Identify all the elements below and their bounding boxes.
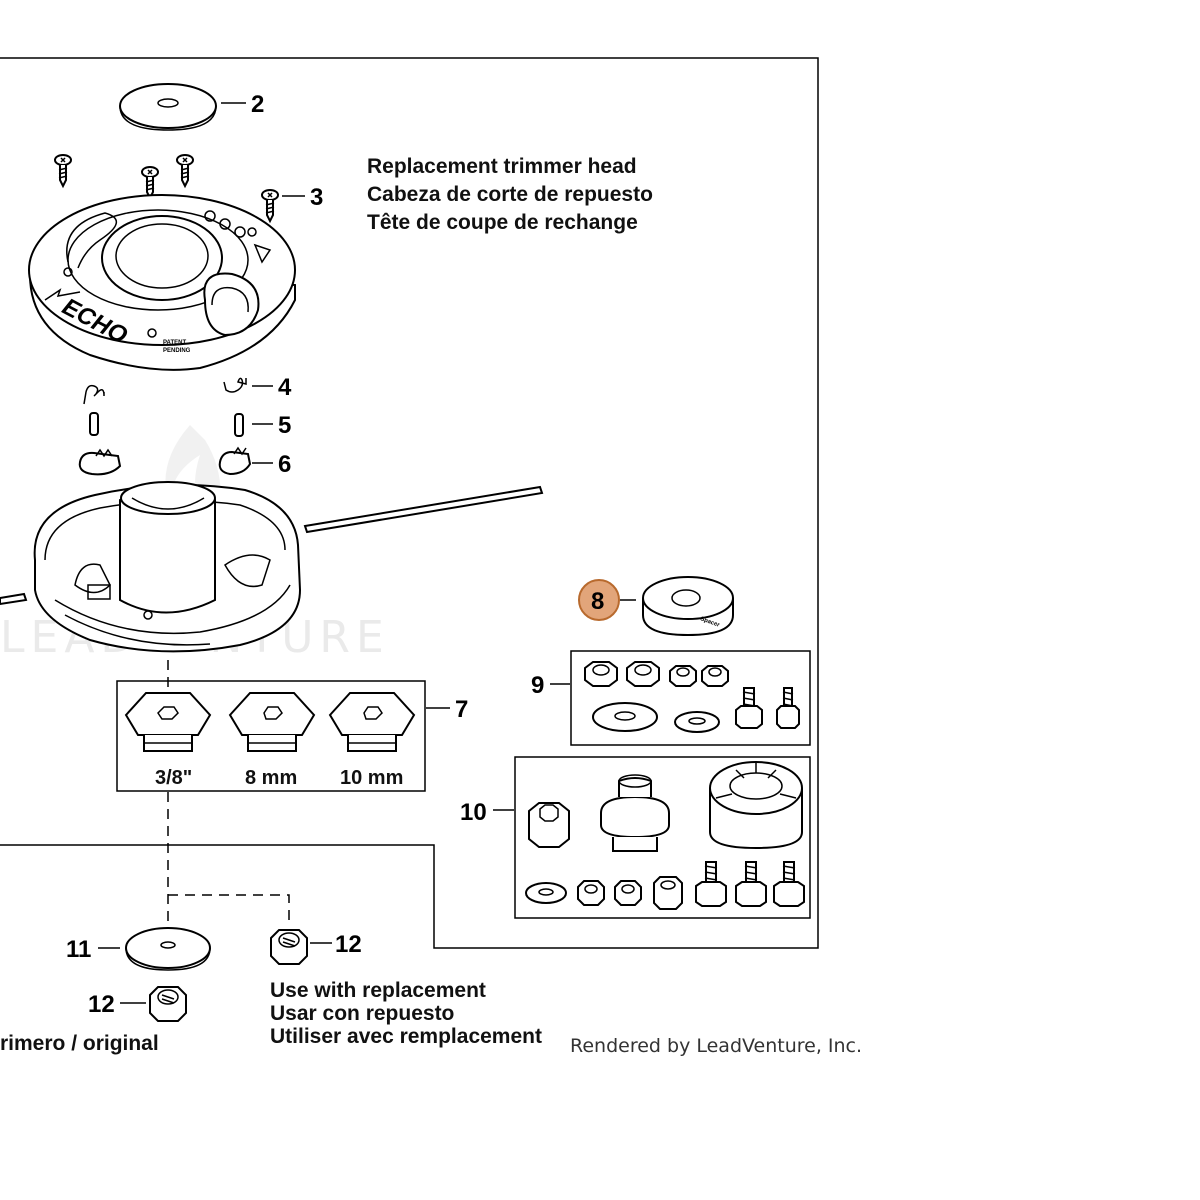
- part-6-pawls[interactable]: [78, 446, 252, 476]
- callout-4[interactable]: 4: [278, 374, 292, 401]
- patent-line-2: PENDING: [163, 348, 191, 354]
- patent-line-1: PATENT: [163, 340, 186, 346]
- use-with-fr: Utiliser avec remplacement: [270, 1025, 542, 1048]
- render-credit: Rendered by LeadVenture, Inc.: [570, 1035, 862, 1057]
- part-12-nut-replacement[interactable]: [270, 929, 308, 965]
- title-block: Replacement trimmer head Cabeza de corte…: [367, 155, 653, 234]
- use-with-en: Use with replacement: [270, 979, 486, 1002]
- adapter-size-8mm: 8 mm: [245, 767, 297, 789]
- part-5-pins[interactable]: [89, 412, 244, 437]
- part-4-springs[interactable]: [83, 377, 247, 405]
- title-es: Cabeza de corte de repuesto: [367, 183, 653, 206]
- part-11-washer[interactable]: [125, 927, 211, 971]
- callout-11[interactable]: 11: [66, 936, 91, 963]
- part-2-washer[interactable]: [119, 83, 217, 131]
- part-7-adapters[interactable]: [124, 692, 416, 752]
- callout-8[interactable]: 8: [591, 588, 604, 615]
- spool-housing: [33, 481, 302, 653]
- title-fr: Tête de coupe de rechange: [367, 211, 638, 234]
- original-label: rimero / original: [0, 1032, 159, 1055]
- outer-frame: [0, 57, 819, 949]
- branch-line: [168, 894, 290, 925]
- trimmer-line: [0, 485, 544, 606]
- callout-3[interactable]: 3: [310, 184, 323, 211]
- trimmer-head-cover: ECHO PATENT PENDING: [28, 194, 296, 371]
- callout-8-highlight[interactable]: [578, 579, 620, 621]
- adapter-size-10mm: 10 mm: [340, 767, 403, 789]
- part-3-screws[interactable]: [54, 154, 279, 224]
- callout-10[interactable]: 10: [460, 799, 487, 826]
- callout-9[interactable]: 9: [531, 672, 544, 699]
- part-10-hardware[interactable]: [525, 761, 805, 910]
- adapter-box: [116, 680, 426, 792]
- use-with-es: Usar con repuesto: [270, 1002, 454, 1025]
- callout-2[interactable]: 2: [251, 91, 264, 118]
- part-8-spacer[interactable]: Spacer: [642, 576, 734, 637]
- title-en: Replacement trimmer head: [367, 155, 637, 178]
- part-9-hardware[interactable]: [584, 661, 800, 733]
- part-12-nut-original[interactable]: [149, 986, 187, 1022]
- callout-5[interactable]: 5: [278, 412, 291, 439]
- hardware-kit-box-10: [514, 756, 811, 919]
- adapter-size-3-8: 3/8": [155, 767, 192, 789]
- callout-7[interactable]: 7: [455, 696, 468, 723]
- callout-12-left[interactable]: 12: [88, 991, 115, 1018]
- callout-6[interactable]: 6: [278, 451, 291, 478]
- callout-12-right[interactable]: 12: [335, 931, 362, 958]
- hardware-kit-box-9: [570, 650, 811, 746]
